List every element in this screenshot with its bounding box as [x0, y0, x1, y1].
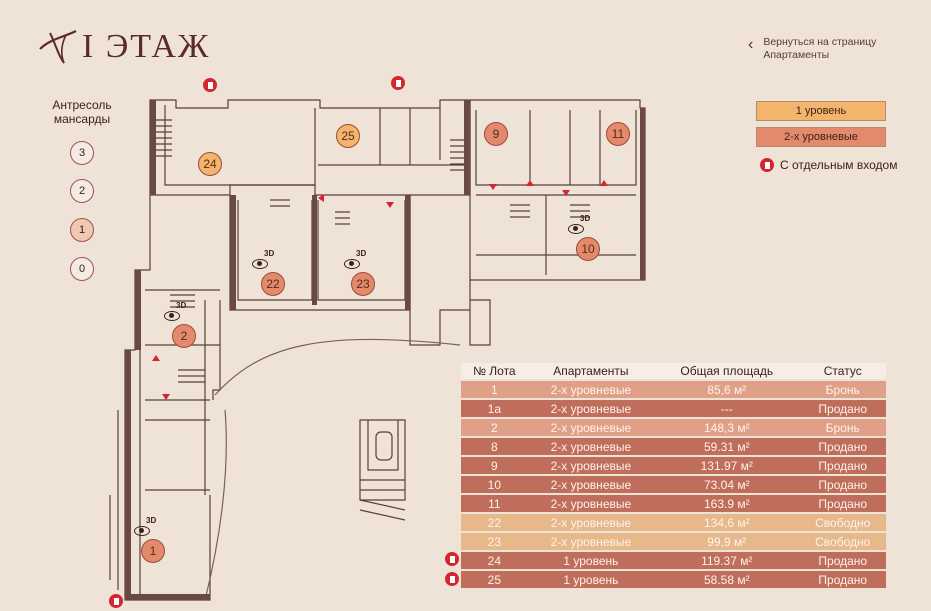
cell-type: 2-х уровневые — [527, 419, 655, 436]
cell-lot: 1 — [461, 381, 528, 398]
separate-entrance-door-icon — [445, 572, 459, 586]
entrance-door-icon — [109, 594, 123, 608]
view-3d-icon[interactable]: 3D — [134, 516, 156, 540]
view-3d-icon[interactable]: 3D — [344, 249, 366, 273]
cell-status: Продано — [799, 438, 886, 455]
cell-type: 2-х уровневые — [527, 438, 655, 455]
lot-marker-10[interactable]: 10 — [576, 237, 600, 261]
door-icon — [760, 158, 774, 172]
lot-marker-25[interactable]: 25 — [336, 124, 360, 148]
cell-status: Бронь — [799, 381, 886, 398]
back-link-line2: Апартаменты — [763, 49, 830, 61]
col-header-status: Статус — [799, 363, 886, 379]
cell-type: 1 уровень — [527, 571, 655, 588]
cell-type: 2-х уровневые — [527, 381, 655, 398]
cell-area: 131.97 м² — [654, 457, 800, 474]
cell-area: --- — [654, 400, 800, 417]
cell-status: Продано — [799, 552, 886, 569]
col-header-apartments: Апартаменты — [527, 363, 655, 379]
cell-area: 85,6 м² — [654, 381, 800, 398]
lot-marker-2[interactable]: 2 — [172, 324, 196, 348]
legend-two-level: 2-х уровневые — [756, 127, 886, 147]
cell-lot: 9 — [461, 457, 528, 474]
floor-title-text: I ЭТАЖ — [82, 28, 211, 65]
cell-lot: 25 — [461, 571, 528, 588]
cell-status: Продано — [799, 400, 886, 417]
cell-lot: 1а — [461, 400, 528, 417]
cell-status: Продано — [799, 457, 886, 474]
legend-separate-entrance-label: С отдельным входом — [780, 158, 898, 172]
monogram-logo-icon — [39, 30, 77, 64]
cell-area: 119.37 м² — [654, 552, 800, 569]
cell-lot: 11 — [461, 495, 528, 512]
cell-lot: 2 — [461, 419, 528, 436]
col-header-area: Общая площадь — [654, 363, 800, 379]
cell-area: 99,9 м² — [654, 533, 800, 550]
cell-status: Продано — [799, 495, 886, 512]
lot-marker-22[interactable]: 22 — [261, 272, 285, 296]
floor-button-3[interactable]: 3 — [70, 141, 94, 165]
lot-marker-1[interactable]: 1 — [141, 539, 165, 563]
cell-status: Продано — [799, 476, 886, 493]
cell-type: 2-х уровневые — [527, 495, 655, 512]
col-header-lot: № Лота — [461, 363, 528, 379]
floor-button-2[interactable]: 2 — [70, 179, 94, 203]
cell-area: 134,6 м² — [654, 514, 800, 531]
view-3d-icon[interactable]: 3D — [568, 214, 590, 238]
legend-separate-entrance: С отдельным входом — [760, 158, 897, 172]
cell-type: 2-х уровневые — [527, 476, 655, 493]
floor-title: I ЭТАЖ — [36, 22, 210, 72]
floor-button-0[interactable]: 0 — [70, 257, 94, 281]
cell-type: 2-х уровневые — [527, 400, 655, 417]
lot-marker-23[interactable]: 23 — [351, 272, 375, 296]
view-3d-icon[interactable]: 3D — [164, 301, 186, 325]
cell-type: 1 уровень — [527, 552, 655, 569]
cell-area: 148,3 м² — [654, 419, 800, 436]
chevron-left-icon: ‹ — [748, 36, 754, 53]
back-link-line1: Вернуться на страницу — [763, 36, 877, 48]
cell-type: 2-х уровневые — [527, 514, 655, 531]
cell-lot: 22 — [461, 514, 528, 531]
cell-type: 2-х уровневые — [527, 457, 655, 474]
lot-marker-9[interactable]: 9 — [484, 122, 508, 146]
cell-status: Бронь — [799, 419, 886, 436]
floor-selector-label: Антресоль мансарды — [52, 98, 112, 126]
cell-lot: 23 — [461, 533, 528, 550]
lots-table: № Лота Апартаменты Общая площадь Статус … — [461, 361, 886, 590]
entrance-door-icon — [391, 76, 405, 90]
cell-lot: 10 — [461, 476, 528, 493]
legend-one-level: 1 уровень — [756, 101, 886, 121]
separate-entrance-door-icon — [445, 552, 459, 566]
cell-area: 163.9 м² — [654, 495, 800, 512]
lot-marker-11[interactable]: 11 — [606, 122, 630, 146]
cell-type: 2-х уровневые — [527, 533, 655, 550]
cell-status: Свободно — [799, 533, 886, 550]
cell-lot: 8 — [461, 438, 528, 455]
cell-status: Свободно — [799, 514, 886, 531]
entrance-door-icon — [203, 78, 217, 92]
cell-area: 73.04 м² — [654, 476, 800, 493]
cell-area: 58.58 м² — [654, 571, 800, 588]
cell-lot: 24 — [461, 552, 528, 569]
cell-status: Продано — [799, 571, 886, 588]
cell-area: 59.31 м² — [654, 438, 800, 455]
back-to-apartments-link[interactable]: ‹ Вернуться на страницу Апартаменты — [748, 36, 876, 62]
floor-button-1[interactable]: 1 — [70, 218, 94, 242]
lot-marker-24[interactable]: 24 — [198, 152, 222, 176]
view-3d-icon[interactable]: 3D — [252, 249, 274, 273]
